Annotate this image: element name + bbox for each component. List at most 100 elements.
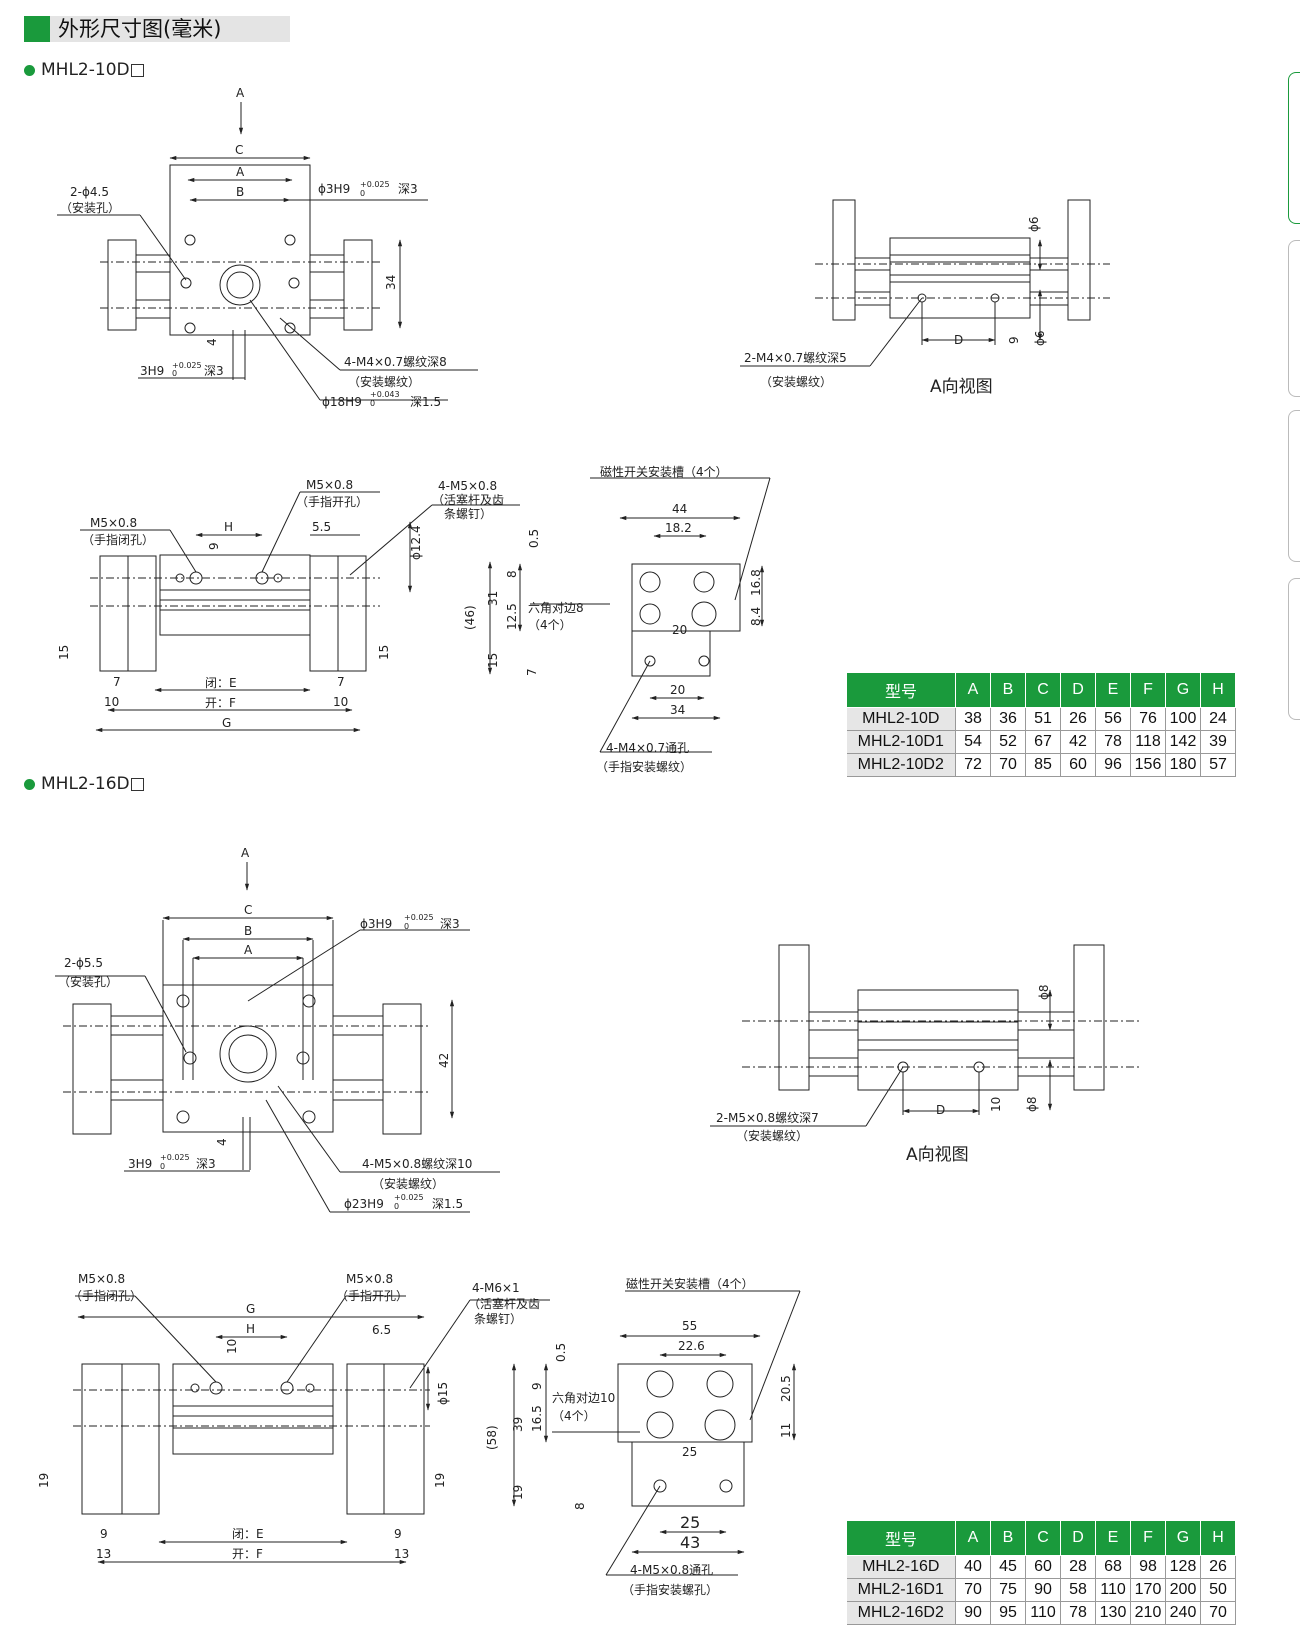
table-row: MHL2-10D1 54 52 67 42 78 118 142 39 — [846, 730, 1236, 754]
model-label: MHL2-10D — [41, 60, 130, 80]
dim-7-right: 7 — [337, 675, 345, 689]
cell: 72 — [955, 753, 991, 777]
cell: 210 — [1130, 1601, 1166, 1625]
pin-hole-tol: +0.025 — [404, 913, 434, 922]
dim-10-left: 10 — [104, 695, 119, 709]
cell-model: MHL2-10D1 — [846, 730, 956, 754]
slot-label: 磁性开关安装槽（4个） — [626, 1276, 754, 1291]
open-port-note: （手指开孔） — [296, 494, 368, 509]
col-c: C — [1025, 672, 1061, 708]
rod-screw-note2: 条螺钉） — [474, 1312, 522, 1326]
pin2-label: 3H9 — [128, 1157, 152, 1171]
cell: 38 — [955, 707, 991, 731]
col-h: H — [1200, 1520, 1236, 1556]
cell: 60 — [1060, 753, 1096, 777]
pin-hole-label: ϕ3H9 — [360, 917, 392, 931]
open-port-label: M5×0.8 — [306, 478, 353, 492]
close-port-note: （手指闭孔） — [82, 532, 154, 547]
bore-tol-low: 0 — [394, 1202, 399, 1211]
cell: 180 — [1165, 753, 1201, 777]
col-a: A — [955, 672, 991, 708]
dim-b: B — [236, 185, 244, 199]
dim-10: 10 — [989, 1097, 1003, 1112]
col-d: D — [1060, 672, 1096, 708]
cell: 85 — [1025, 753, 1061, 777]
col-c: C — [1025, 1520, 1061, 1556]
dim-10: 10 — [225, 1339, 239, 1354]
dim-8-4: 8.4 — [749, 607, 763, 626]
cell: 142 — [1165, 730, 1201, 754]
table-row: MHL2-10D 38 36 51 26 56 76 100 24 — [846, 707, 1236, 731]
hex-note: （4个） — [528, 618, 572, 632]
cell: 58 — [1060, 1578, 1096, 1602]
bullet-icon — [24, 778, 35, 790]
cell: 45 — [990, 1555, 1026, 1579]
pin2-tol: +0.025 — [160, 1153, 190, 1162]
dim-d: D — [954, 333, 963, 347]
dim-22-6: 22.6 — [678, 1339, 705, 1353]
end-thread-note: （手指安装螺孔） — [622, 1582, 718, 1597]
thread-note: （安装螺纹） — [372, 1176, 444, 1191]
table-row: MHL2-16D1 70 75 90 58 110 170 200 50 — [846, 1578, 1236, 1602]
end-thread-note: （手指安装螺纹） — [596, 759, 692, 774]
dim-0-5: 0.5 — [527, 529, 541, 548]
dim-phi12-4: ϕ12.4 — [409, 525, 423, 560]
side-tab[interactable] — [1288, 578, 1300, 720]
side-view-10 — [740, 199, 1110, 367]
col-d: D — [1060, 1520, 1096, 1556]
cell: 24 — [1200, 707, 1236, 731]
dim-0-5: 0.5 — [554, 1343, 568, 1362]
dim-13-right: 13 — [394, 1547, 409, 1561]
cell: 57 — [1200, 753, 1236, 777]
dim-11: 11 — [779, 1423, 793, 1438]
dim-19: 19 — [511, 1485, 525, 1500]
side-tab[interactable] — [1288, 410, 1300, 562]
col-g: G — [1165, 672, 1201, 708]
top-view-16 — [55, 862, 500, 1213]
dim-55: 55 — [682, 1319, 697, 1333]
end-view-10 — [487, 477, 771, 753]
cell: 200 — [1165, 1578, 1201, 1602]
dim-58: (58) — [485, 1425, 499, 1450]
dim-46: (46) — [463, 605, 477, 630]
side-tab[interactable] — [1288, 240, 1300, 397]
pin-hole-tol-low: 0 — [404, 922, 409, 931]
dim-15: 15 — [486, 653, 500, 668]
cell-model: MHL2-10D2 — [846, 753, 956, 777]
dim-4: 4 — [205, 338, 219, 346]
dim-39: 39 — [511, 1417, 525, 1432]
side-thread-label: 2-M5×0.8螺纹深7 — [716, 1111, 819, 1125]
col-f: F — [1130, 672, 1166, 708]
bore-label: ϕ23H9 — [344, 1197, 384, 1211]
pin2-label: 3H9 — [140, 364, 164, 378]
dim-31: 31 — [486, 591, 500, 606]
side-tab-active[interactable] — [1288, 72, 1300, 224]
cell: 51 — [1025, 707, 1061, 731]
dim-b: B — [244, 924, 252, 938]
pin-hole-tol-low: 0 — [360, 189, 365, 198]
dim-c: C — [235, 143, 243, 157]
rod-screw-note1: （活塞杆及齿 — [468, 1296, 540, 1311]
dim-h: H — [224, 520, 233, 534]
cell: 96 — [1095, 753, 1131, 777]
col-b: B — [990, 672, 1026, 708]
dim-34: 34 — [670, 703, 685, 717]
dim-12-5: 12.5 — [505, 603, 519, 630]
dim-9: 9 — [530, 1382, 544, 1390]
dim-43: 43 — [680, 1533, 700, 1552]
cell: 110 — [1025, 1601, 1061, 1625]
pin2-depth: 深3 — [196, 1157, 216, 1171]
cell: 76 — [1130, 707, 1166, 731]
dim-8: 8 — [505, 570, 519, 578]
view-arrow-label: A — [236, 86, 245, 100]
dim-6-5: 6.5 — [372, 1323, 391, 1337]
cell: 170 — [1130, 1578, 1166, 1602]
open-port-note: （手指开孔） — [336, 1288, 408, 1303]
dim-20: 20 — [670, 683, 685, 697]
cell: 156 — [1130, 753, 1166, 777]
dim-20-inner: 20 — [672, 623, 687, 637]
dim-44: 44 — [672, 502, 687, 516]
thread-label: 4-M4×0.7螺纹深8 — [344, 355, 447, 369]
mount-hole-label: 2-ϕ5.5 — [64, 956, 103, 970]
